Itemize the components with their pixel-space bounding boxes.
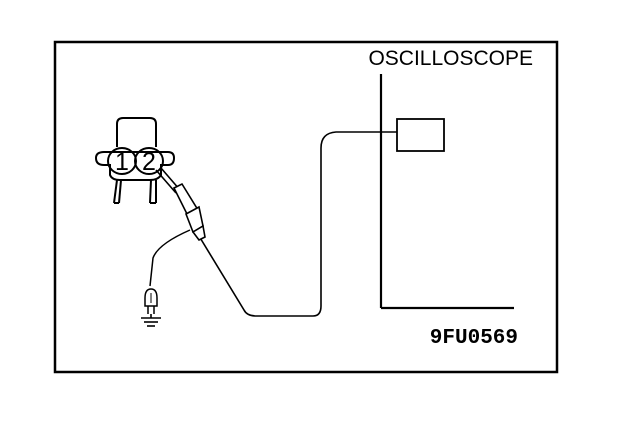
- figure-frame: [53, 40, 559, 374]
- pin-label-1: 1: [115, 148, 129, 176]
- oscilloscope-input-terminal: [396, 118, 445, 152]
- oscilloscope: [379, 74, 514, 310]
- oscilloscope-probe-icon: [155, 167, 206, 242]
- pin-label-2: 2: [142, 148, 156, 176]
- ground-symbol-icon: [141, 314, 161, 327]
- connector-pin-2: [134, 147, 164, 175]
- oscilloscope-label: OSCILLOSCOPE: [368, 47, 533, 70]
- two-pin-connector-icon: [94, 117, 176, 204]
- figure-code: 9FU0569: [430, 327, 518, 350]
- ground-clip-icon: [144, 288, 158, 314]
- ground-lead: [149, 229, 191, 287]
- probe-cable: [198, 131, 397, 317]
